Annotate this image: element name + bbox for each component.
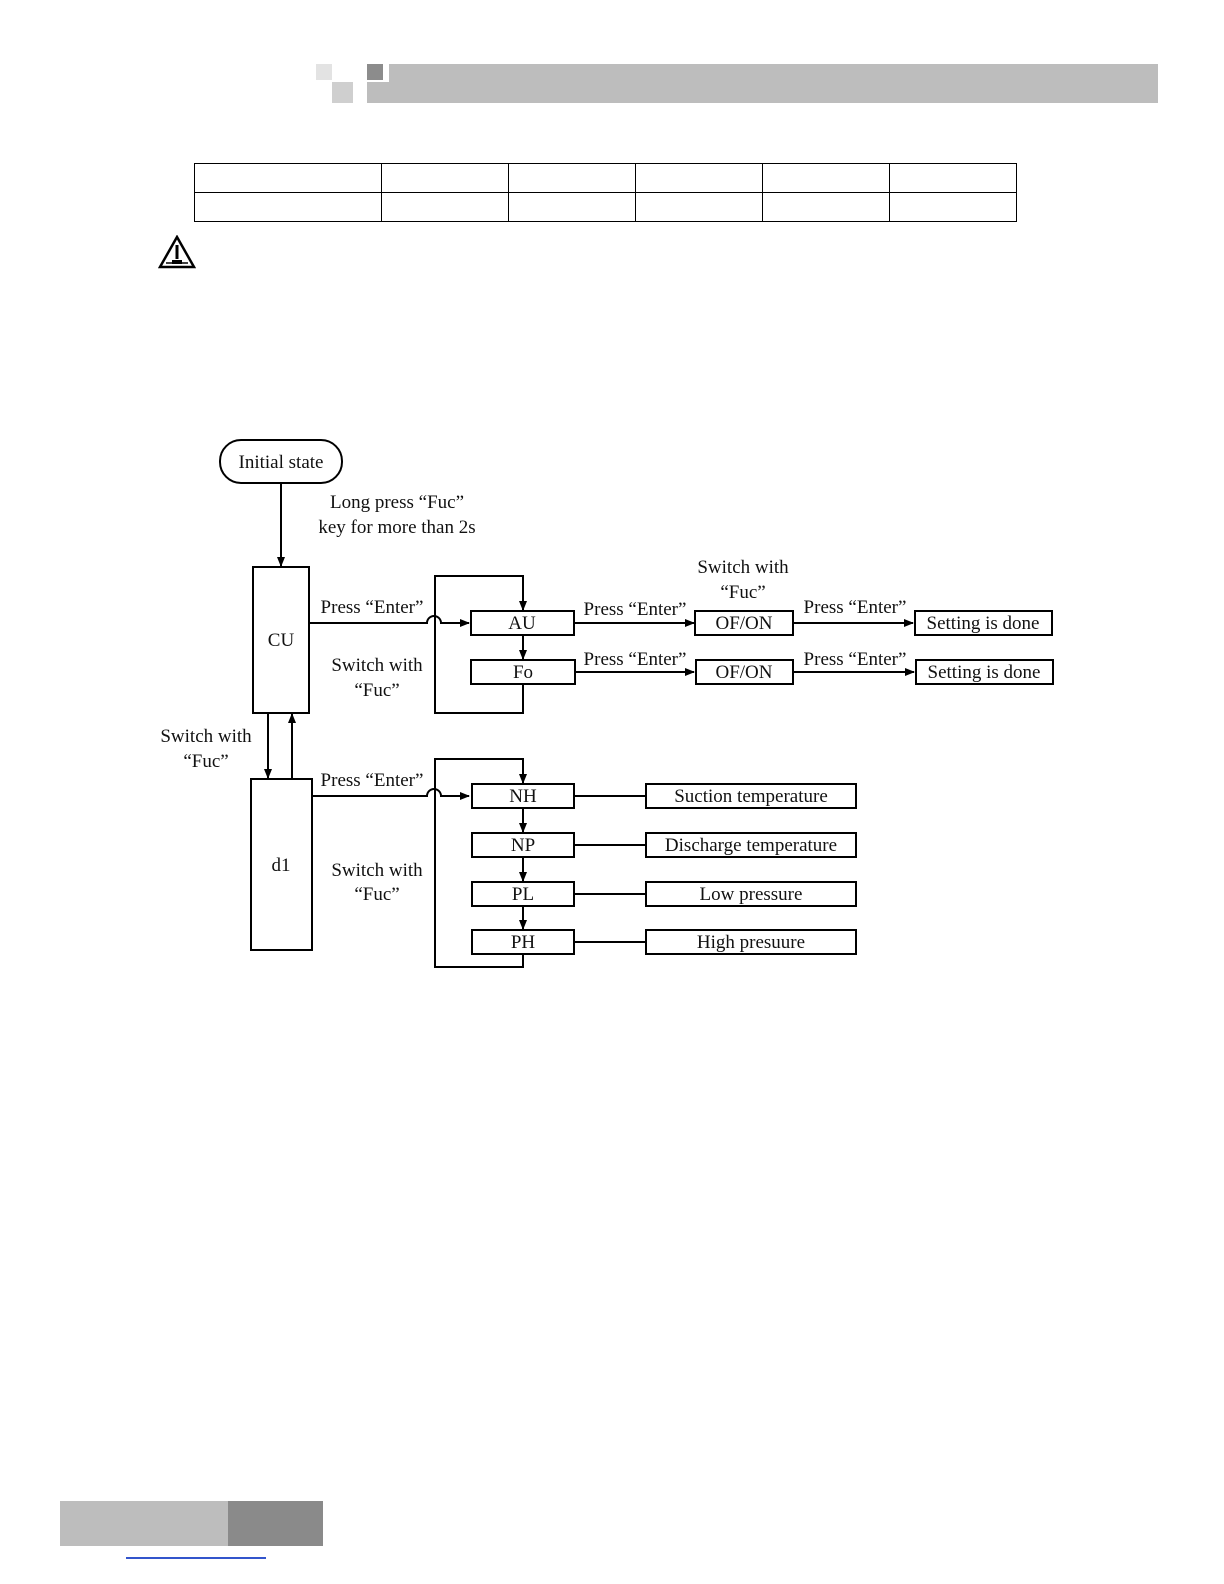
d1-label: d1 (272, 855, 291, 876)
discharge-temperature-node (645, 832, 857, 858)
cu-fuc-label: “Fuc” (354, 680, 399, 701)
blank-table (194, 163, 1017, 222)
cu-node (252, 566, 310, 714)
cu-label: CU (268, 630, 295, 651)
au-done-node (914, 610, 1053, 636)
footer-bar-light (60, 1501, 228, 1546)
fo-done-label: Setting is done (928, 662, 1041, 683)
left-switch-with-label: Switch with (160, 726, 252, 747)
header-bar-lower (367, 82, 1158, 103)
cu-switch-with-label: Switch with (331, 655, 423, 676)
footer-link-underline (126, 1557, 266, 1559)
suction-temperature-label: Suction temperature (674, 786, 828, 807)
high-pressure-label: High presuure (697, 932, 805, 953)
d1-switch-with-label: Switch with (331, 860, 423, 881)
fo-press-enter-label: Press “Enter” (584, 649, 687, 670)
d1-press-enter-label: Press “Enter” (321, 770, 424, 791)
low-pressure-node (645, 881, 857, 907)
top-fuc-label: “Fuc” (720, 582, 765, 603)
initial-state-label: Initial state (239, 452, 324, 473)
d1-node (250, 778, 313, 951)
long-press-label-1: Long press “Fuc” (330, 492, 464, 513)
fo-ofon-press-enter-label: Press “Enter” (804, 649, 907, 670)
header-square-dark (367, 64, 383, 80)
d1-fuc-label: “Fuc” (354, 884, 399, 905)
top-switch-with-label: Switch with (697, 557, 789, 578)
suction-temperature-node (645, 783, 857, 809)
table-row (194, 192, 1017, 222)
au-ofon-press-enter-label: Press “Enter” (804, 597, 907, 618)
discharge-temperature-label: Discharge temperature (665, 835, 837, 856)
au-label: AU (508, 613, 536, 634)
header-square-light (316, 64, 332, 80)
long-press-label-2: key for more than 2s (318, 517, 475, 538)
au-press-enter-label: Press “Enter” (584, 599, 687, 620)
warning-triangle-icon (158, 235, 196, 269)
au-ofon-label: OF/ON (715, 613, 772, 634)
fo-ofon-label: OF/ON (715, 662, 772, 683)
header-bar (389, 64, 1158, 82)
fo-label: Fo (513, 662, 533, 683)
au-done-label: Setting is done (927, 613, 1040, 634)
footer-bar-dark (228, 1501, 323, 1546)
np-label: NP (511, 835, 535, 856)
left-fuc-label: “Fuc” (183, 751, 228, 772)
low-pressure-label: Low pressure (700, 884, 803, 905)
fo-done-node (915, 659, 1054, 685)
nh-label: NH (509, 786, 537, 807)
high-pressure-node (645, 929, 857, 955)
header-square-mid (332, 82, 353, 103)
cu-press-enter-label: Press “Enter” (321, 597, 424, 618)
ph-label: PH (511, 932, 536, 953)
pl-label: PL (512, 884, 534, 905)
